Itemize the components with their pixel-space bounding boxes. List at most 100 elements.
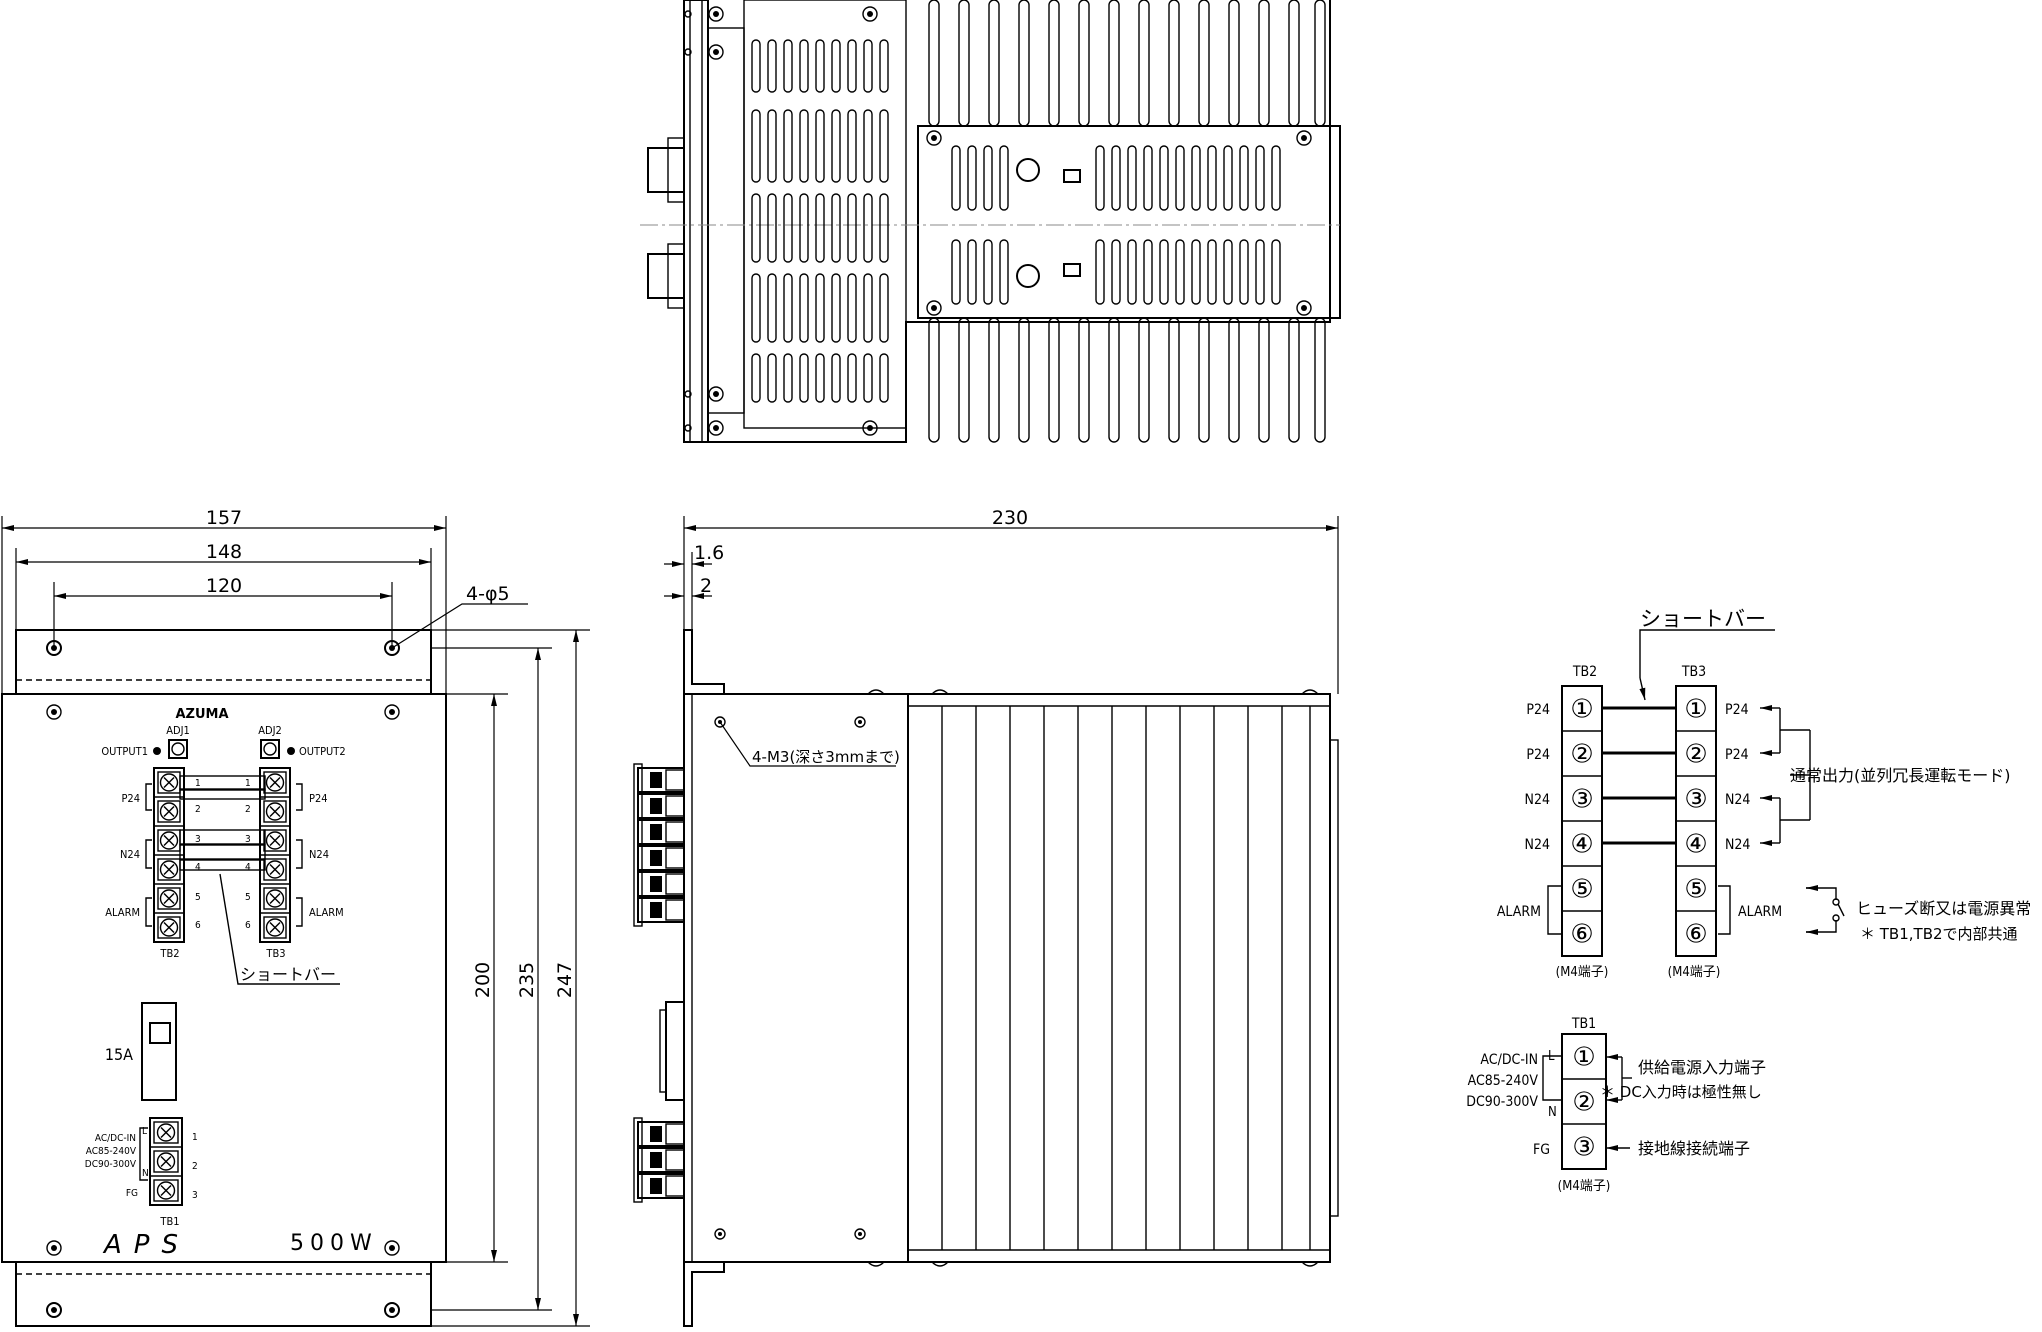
- side-terminal-body: [665, 769, 685, 791]
- screw-center: [1301, 135, 1307, 141]
- dim-148: 148: [206, 541, 242, 563]
- panel-screw-center: [389, 1245, 395, 1251]
- wiring-tb3-terminal-5: ⑤: [1684, 875, 1707, 905]
- side-terminal-screw: [650, 1178, 662, 1194]
- side-terminal-body: [665, 1123, 685, 1145]
- tb1-acdc-label: AC/DC-IN: [95, 1133, 136, 1144]
- vent-slot: [831, 39, 841, 93]
- terminal-cell: [157, 800, 181, 823]
- tb1-num-1: 1: [192, 1132, 198, 1143]
- screw-center: [931, 135, 937, 141]
- vent-slot: [815, 193, 825, 263]
- terminal-cell: [263, 800, 287, 823]
- wiring-acdc-label: AC/DC-IN: [1480, 1052, 1538, 1068]
- screw-head: [708, 44, 724, 60]
- side-terminal-body: [665, 847, 685, 869]
- wiring-left-n24-2: N24: [1525, 837, 1550, 853]
- panel-screw-center: [389, 709, 395, 715]
- tb1-label: TB1: [159, 1215, 179, 1228]
- dim-holes: 4-φ5: [466, 583, 510, 605]
- side-dimensions: 230 1.6 2: [664, 507, 1339, 694]
- adj2-pot[interactable]: [260, 739, 280, 759]
- terminal-screw: [265, 918, 285, 937]
- side-terminal-screw: [650, 1152, 662, 1168]
- vent-slot: [799, 193, 809, 263]
- wiring-right-n24-2: N24: [1725, 837, 1750, 853]
- side-terminal-rail: [633, 1117, 643, 1203]
- side-terminal-body: [665, 795, 685, 817]
- tb3-alarm-label: ALARM: [309, 906, 344, 919]
- side-terminal-body: [665, 899, 685, 921]
- terminal-screw: [156, 1181, 176, 1200]
- heatsink-fin: [958, 317, 970, 443]
- vent-slot: [831, 353, 841, 403]
- mounting-hole-center: [51, 1307, 57, 1313]
- tb2-num-4: 4: [195, 862, 201, 873]
- heatsink-fin: [1048, 0, 1060, 127]
- vent-slot: [999, 239, 1009, 305]
- heatsink-fin: [928, 317, 940, 443]
- terminal-screw: [159, 802, 179, 821]
- side-heatsink: [907, 693, 1331, 1263]
- screw-head: [708, 420, 724, 436]
- vent-slot: [863, 109, 873, 183]
- top-tab: [15, 629, 432, 695]
- wiring-ac-label: AC85-240V: [1468, 1073, 1539, 1089]
- side-terminal-body: [665, 873, 685, 895]
- wiring-tb1-m4: (M4端子): [1558, 1179, 1611, 1194]
- heatsink-fin: [1228, 317, 1240, 443]
- vent-slot: [783, 193, 793, 263]
- tb1-n-label: N: [142, 1168, 149, 1179]
- screw-slot: [269, 864, 281, 875]
- tb3-n24-label: N24: [309, 848, 329, 861]
- screw-slot: [269, 835, 281, 846]
- vent-slot: [847, 39, 857, 93]
- heatsink-fin: [1168, 317, 1180, 443]
- vent-slot: [1095, 239, 1105, 305]
- panel-screw: [46, 1240, 62, 1256]
- vent-slot: [1223, 239, 1233, 305]
- side-screw-center: [858, 1232, 862, 1236]
- vent-slot: [983, 239, 993, 305]
- tb3-num-1: 1: [245, 778, 251, 789]
- screw-slot: [269, 777, 281, 788]
- wiring-tb2-terminal-2: ②: [1570, 740, 1593, 770]
- side-terminal-screw: [650, 772, 662, 788]
- wiring-tb3-terminal-2: ②: [1684, 740, 1707, 770]
- screw-center: [931, 305, 937, 311]
- vent-slot: [1255, 145, 1265, 211]
- fuse-label: 15A: [105, 1045, 133, 1064]
- side-bump: [867, 689, 885, 695]
- output1-led: [153, 747, 161, 755]
- side-screw-center: [858, 720, 862, 724]
- vent-slot: [1207, 145, 1217, 211]
- side-screw: [714, 716, 726, 728]
- screw-slot: [163, 806, 175, 817]
- tb3-num-6: 6: [245, 920, 251, 931]
- screw-slot: [163, 835, 175, 846]
- wiring-tb2-terminal-5: ⑤: [1570, 875, 1593, 905]
- vent-slot: [1271, 239, 1281, 305]
- vent-slot: [831, 273, 841, 343]
- vent-slot: [863, 193, 873, 263]
- vent-slot: [847, 273, 857, 343]
- output2-label: OUTPUT2: [299, 745, 346, 758]
- heatsink-fin: [1138, 317, 1150, 443]
- adj1-pot[interactable]: [168, 739, 188, 759]
- heatsink-fin: [1314, 0, 1326, 127]
- vent-slot: [1143, 145, 1153, 211]
- fuse-holder[interactable]: [141, 1002, 177, 1101]
- heatsink-fin: [988, 317, 1000, 443]
- screw-slot: [269, 922, 281, 933]
- output2-led: [287, 747, 295, 755]
- wiring-tb3-terminal-4: ④: [1684, 830, 1707, 860]
- heatsink-fin: [1048, 317, 1060, 443]
- terminal-screw: [265, 802, 285, 821]
- terminal-screw: [159, 918, 179, 937]
- wiring-n-label: N: [1548, 1105, 1557, 1120]
- wiring-short-bar-label: ショートバー: [1640, 607, 1766, 631]
- vent-slot: [815, 273, 825, 343]
- output1-label: OUTPUT1: [101, 745, 148, 758]
- side-screw: [854, 1228, 866, 1240]
- side-screw: [854, 716, 866, 728]
